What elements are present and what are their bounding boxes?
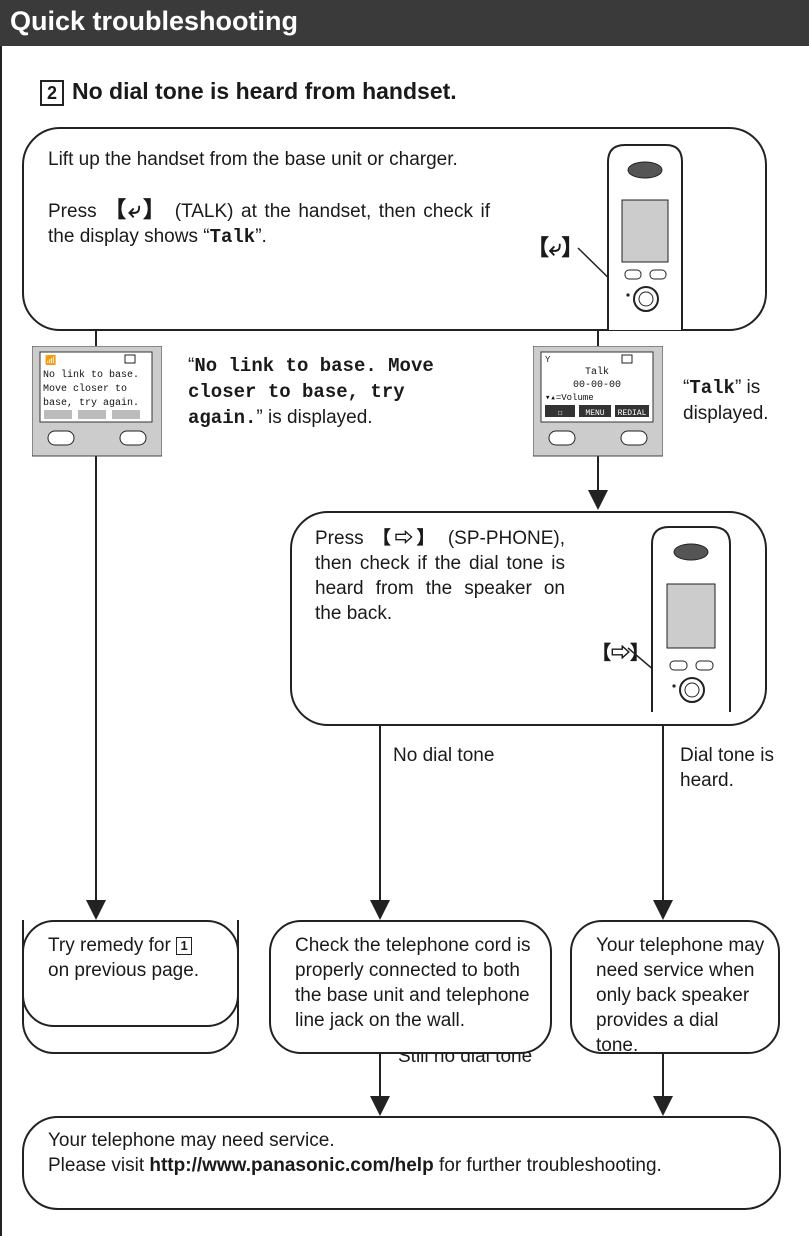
handset-no-link: 📶 No link to base. Move closer to base, … — [32, 346, 162, 457]
need-service-back-box — [570, 920, 780, 1054]
speaker-key-icon: 【⇨】 — [372, 528, 439, 548]
speaker-key-callout: 【⇨】 — [592, 643, 650, 664]
left-margin-rule — [0, 46, 2, 1236]
handset-talk: Y Talk 00-00-00 ▾▴=Volume ☐ MENU REDIAL — [533, 346, 663, 457]
help-url-link[interactable]: http://www.panasonic.com/help — [149, 1155, 434, 1176]
battery-icon — [621, 354, 633, 364]
screen-line: Move closer to — [43, 383, 127, 395]
arrow-head — [86, 900, 106, 920]
arrow-head — [370, 1096, 390, 1116]
soft-key-icon — [624, 269, 642, 280]
label-no-dial-tone: No dial tone — [393, 745, 495, 766]
screen-line: No link to base. — [43, 369, 139, 381]
final-line1: Your telephone may need service. — [48, 1130, 335, 1151]
softkey-bar — [78, 410, 106, 419]
screen-line: ▾▴=Volume — [545, 393, 594, 403]
softkey-label: REDIAL — [618, 409, 647, 418]
no-link-text: “No link to base. Move closer to base, t… — [188, 355, 434, 429]
softkey-bar — [545, 405, 575, 417]
earpiece-icon — [673, 543, 709, 561]
softkey-bar — [112, 410, 140, 419]
page-title: Quick troubleshooting — [10, 6, 298, 36]
label-dial-tone-heard: Dial tone is heard. — [680, 745, 774, 791]
signal-icon: Y — [545, 355, 551, 365]
nav-key-center — [684, 682, 700, 698]
check-cord-text: Check the telephone cord is properly con… — [295, 935, 531, 1031]
final-line2: Please visit http://www.panasonic.com/he… — [48, 1155, 662, 1176]
soft-key-icon — [620, 430, 648, 446]
check-cord-box — [269, 920, 552, 1054]
talk-displayed-text: “Talk” is displayed. — [683, 377, 769, 424]
handset-screen — [621, 199, 669, 263]
softkey-label: MENU — [585, 409, 604, 418]
arrow-head — [653, 1096, 673, 1116]
indicator-dot — [672, 684, 676, 688]
softkey-bar — [579, 405, 611, 417]
soft-key-icon — [649, 269, 667, 280]
battery-icon — [124, 354, 136, 364]
nav-key-center — [638, 291, 654, 307]
talk-key-callout: 【⤶】 — [527, 235, 584, 260]
screen-line: 00-00-00 — [573, 380, 621, 391]
indicator-dot — [626, 293, 630, 297]
earpiece-icon — [627, 161, 663, 179]
arrow-head — [588, 490, 608, 510]
final-box — [22, 1116, 781, 1210]
arrow-head — [653, 900, 673, 920]
step2-text: Press 【⇨】 (SP-PHONE), then check if the … — [315, 528, 565, 624]
section-title: No dial tone is heard from handset. — [72, 78, 457, 104]
handset-screen — [666, 583, 716, 649]
remedy-box — [22, 920, 239, 1027]
section-number: 2 — [40, 80, 64, 106]
soft-key-icon — [669, 660, 688, 671]
softkey-bar — [615, 405, 649, 417]
step1-line2: Press 【⤶】 (TALK) at the handset, then ch… — [48, 197, 490, 248]
handset-illustration-1 — [577, 144, 683, 330]
remedy-text: Try remedy for 1 on previous page. — [48, 935, 200, 981]
softkey-bar — [44, 410, 72, 419]
soft-key-icon — [47, 430, 75, 446]
need-service-back-text: Your telephone may need service when onl… — [596, 935, 765, 1056]
screen-line: Talk — [585, 366, 609, 378]
arrow-head — [370, 900, 390, 920]
screen-line: base, try again. — [43, 397, 139, 409]
phonebook-icon: ☐ — [558, 409, 563, 418]
header-bar — [0, 0, 809, 46]
handset-illustration-2 — [627, 526, 731, 712]
section-ref-badge: 1 — [176, 937, 193, 955]
signal-icon: 📶 — [45, 354, 56, 366]
soft-key-icon — [695, 660, 714, 671]
soft-key-icon — [548, 430, 576, 446]
soft-key-icon — [119, 430, 147, 446]
step1-line1: Lift up the handset from the base unit o… — [48, 149, 458, 170]
talk-key-icon: 【⤶】 — [104, 197, 168, 222]
